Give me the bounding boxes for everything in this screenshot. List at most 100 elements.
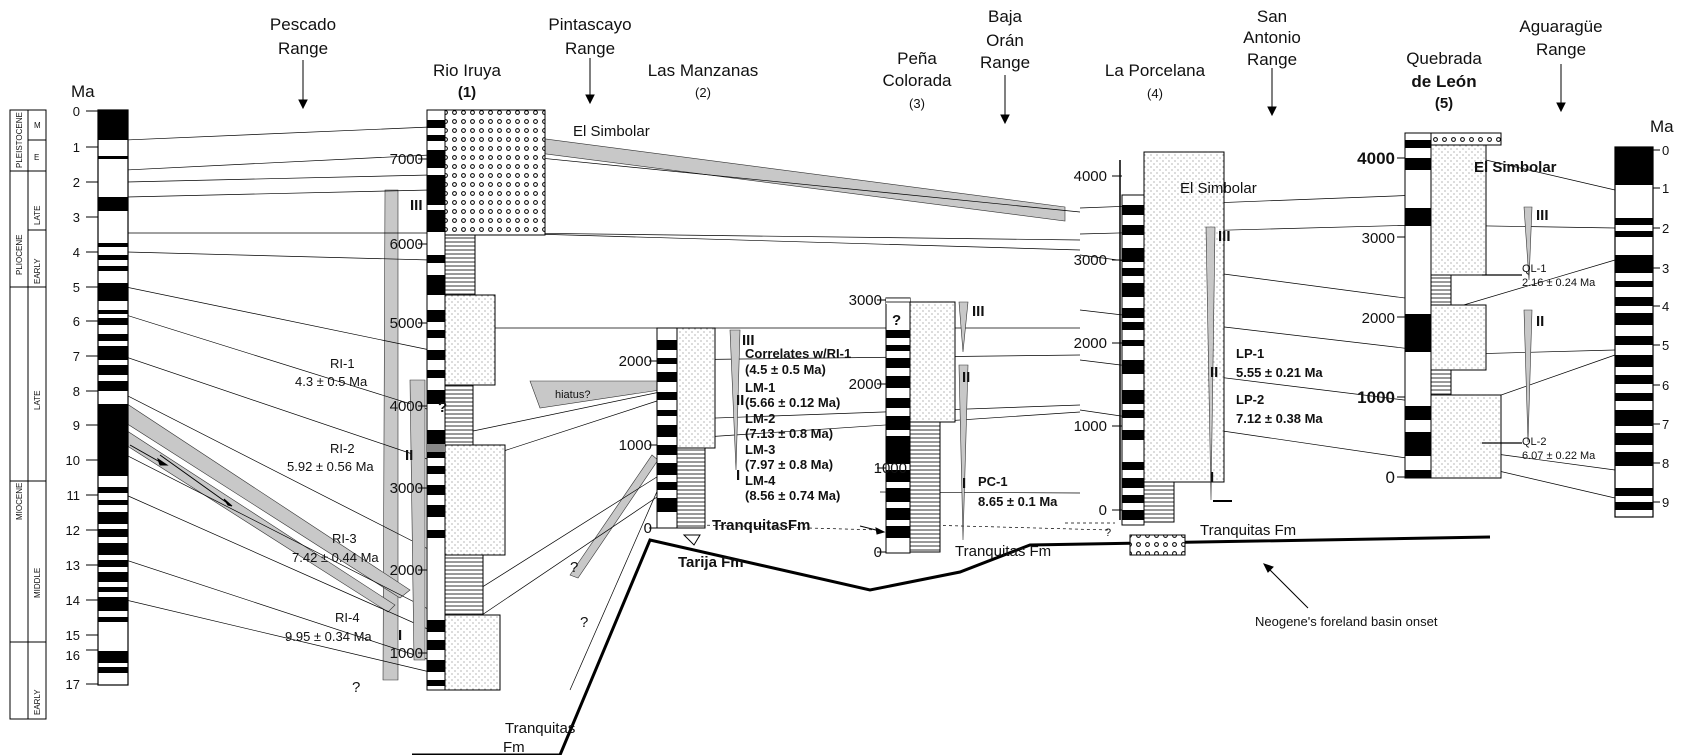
right-ticks: 0 1 2 3 4 5 6 7 8 9: [1662, 143, 1669, 510]
leon-4000: 4000: [1357, 149, 1395, 168]
ri1-id: RI-1: [330, 356, 355, 371]
late-pliocene: LATE: [33, 206, 42, 225]
porc-2000: 2000: [1074, 335, 1107, 352]
q-left-1: ?: [352, 679, 360, 696]
simbolar-1: El Simbolar: [573, 123, 650, 140]
ql2-id: QL-2: [1522, 436, 1546, 448]
roman-numerals: III II ? I III II I III ? II I III II I …: [398, 197, 1549, 644]
wedge-manzanas: [569, 454, 659, 579]
baja-2: Orán: [986, 31, 1024, 50]
right-polarity-column: [1614, 146, 1660, 518]
labels: Ma Ma 0 1 2 3 4 5 6 7 8 9 10 11 12 13 14…: [15, 7, 1674, 755]
leon-iii: III: [1536, 207, 1549, 224]
rtick-2: 2: [1662, 221, 1669, 236]
leon-1000: 1000: [1357, 388, 1395, 407]
pena-i: I: [962, 475, 966, 492]
baja-1: Baja: [988, 7, 1023, 26]
wedge-simbolar: [499, 132, 1066, 222]
iruya-5000: 5000: [390, 315, 423, 332]
rio-iruya-title: Rio Iruya: [433, 61, 502, 80]
iruya-3000: 3000: [390, 480, 423, 497]
rtick-9: 9: [1662, 495, 1669, 510]
iruya-4000: 4000: [390, 398, 423, 415]
left-polarity-column: [9, 109, 129, 720]
pena-num: (3): [909, 96, 925, 111]
porc-1000: 1000: [1074, 418, 1107, 435]
rtick-6: 6: [1662, 378, 1669, 393]
iruya-ii: II: [405, 447, 413, 464]
rtick-8: 8: [1662, 456, 1669, 471]
lp1-id: LP-1: [1236, 346, 1264, 361]
manz-iii: III: [742, 332, 755, 349]
correlation-lines: [125, 126, 1616, 691]
iruya-6000: 6000: [390, 236, 423, 253]
corr-1: Correlates w/RI-1: [745, 346, 851, 361]
ri3-id: RI-3: [332, 531, 357, 546]
iruya-2000: 2000: [390, 562, 423, 579]
baja-3: Range: [980, 53, 1030, 72]
san-antonio-3: Range: [1247, 50, 1297, 69]
lm1-age: (5.66 ± 0.12 Ma): [745, 395, 840, 410]
leon-samples: QL-1 2.16 ± 0.24 Ma QL-2 6.07 ± 0.22 Ma: [1522, 263, 1596, 462]
wedge-hiatus: [529, 380, 661, 409]
iruya-q: ?: [438, 399, 447, 416]
leon-title-1: Quebrada: [1406, 49, 1482, 68]
tick-10: 10: [66, 453, 80, 468]
tranquitas-1b: Fm: [503, 739, 525, 755]
m-label: M: [34, 121, 41, 130]
iruya-i: I: [398, 627, 402, 644]
pena-3000: 3000: [849, 292, 882, 309]
tick-15: 15: [66, 628, 80, 643]
rtick-4: 4: [1662, 299, 1669, 314]
left-ticks: 0 1 2 3 4 5 6 7 8 9 10 11 12 13 14 15 16…: [66, 104, 80, 692]
ri4-id: RI-4: [335, 610, 360, 625]
iruya-7000: 7000: [390, 151, 423, 168]
leon-0: 0: [1386, 468, 1395, 487]
ql2-age: 6.07 ± 0.22 Ma: [1522, 450, 1596, 462]
manz-i: I: [736, 467, 740, 484]
leon-num: (5): [1435, 95, 1453, 112]
lm2-id: LM-2: [745, 411, 775, 426]
pena-colorada-column: [877, 297, 969, 554]
porc-ii: II: [1210, 364, 1218, 381]
ql1-age: 2.16 ± 0.24 Ma: [1522, 277, 1596, 289]
pena-q: ?: [892, 312, 901, 329]
ma-right-label: Ma: [1650, 117, 1674, 136]
middle-miocene: MIDDLE: [33, 568, 42, 598]
manz-ii: II: [736, 392, 744, 409]
wedge-iruya-inner: [409, 379, 426, 661]
manz-2000: 2000: [619, 353, 652, 370]
onset-label: Neogene's foreland basin onset: [1255, 614, 1438, 629]
iruya-1000: 1000: [390, 645, 423, 662]
range-labels: Pescado Range Pintascayo Range Baja Orán…: [270, 7, 1603, 72]
lp1-age: 5.55 ± 0.21 Ma: [1236, 365, 1323, 380]
lm4-id: LM-4: [745, 473, 776, 488]
tranquitas-1a: Tranquitas: [505, 720, 575, 737]
porcelana-num: (4): [1147, 86, 1163, 101]
simbolar-4: El Simbolar: [1180, 180, 1257, 197]
lm2-age: (7.13 ± 0.8 Ma): [745, 426, 833, 441]
pena-ii: II: [962, 369, 970, 386]
basin-onset-line: [412, 535, 1491, 755]
leon-ii: II: [1536, 313, 1544, 330]
pena-sample: PC-1 8.65 ± 0.1 Ma: [978, 474, 1058, 509]
range-arrows: [129, 58, 1566, 609]
pescado-2: Range: [278, 39, 328, 58]
san-antonio-1: San: [1257, 7, 1287, 26]
wedge-iruya-left: [382, 189, 399, 681]
san-antonio-2: Antonio: [1243, 28, 1301, 47]
quebrada-leon-column: [1397, 132, 1533, 479]
las-manzanas-title: Las Manzanas: [648, 61, 759, 80]
pleistocene-label: PLEISTOCENE: [15, 112, 24, 168]
wedge-miocene-1: [117, 397, 411, 599]
tick-0: 0: [73, 104, 80, 119]
lp2-age: 7.12 ± 0.38 Ma: [1236, 411, 1323, 426]
tick-12: 12: [66, 523, 80, 538]
ri3-age: 7.42 ± 0.44 Ma: [292, 550, 379, 565]
e-label: E: [34, 153, 39, 162]
porcelana-samples: LP-1 5.55 ± 0.21 Ma LP-2 7.12 ± 0.38 Ma: [1236, 346, 1323, 426]
pena-2000: 2000: [849, 376, 882, 393]
early-miocene: EARLY: [33, 689, 42, 715]
tick-9: 9: [73, 418, 80, 433]
pc1-age: 8.65 ± 0.1 Ma: [978, 494, 1058, 509]
